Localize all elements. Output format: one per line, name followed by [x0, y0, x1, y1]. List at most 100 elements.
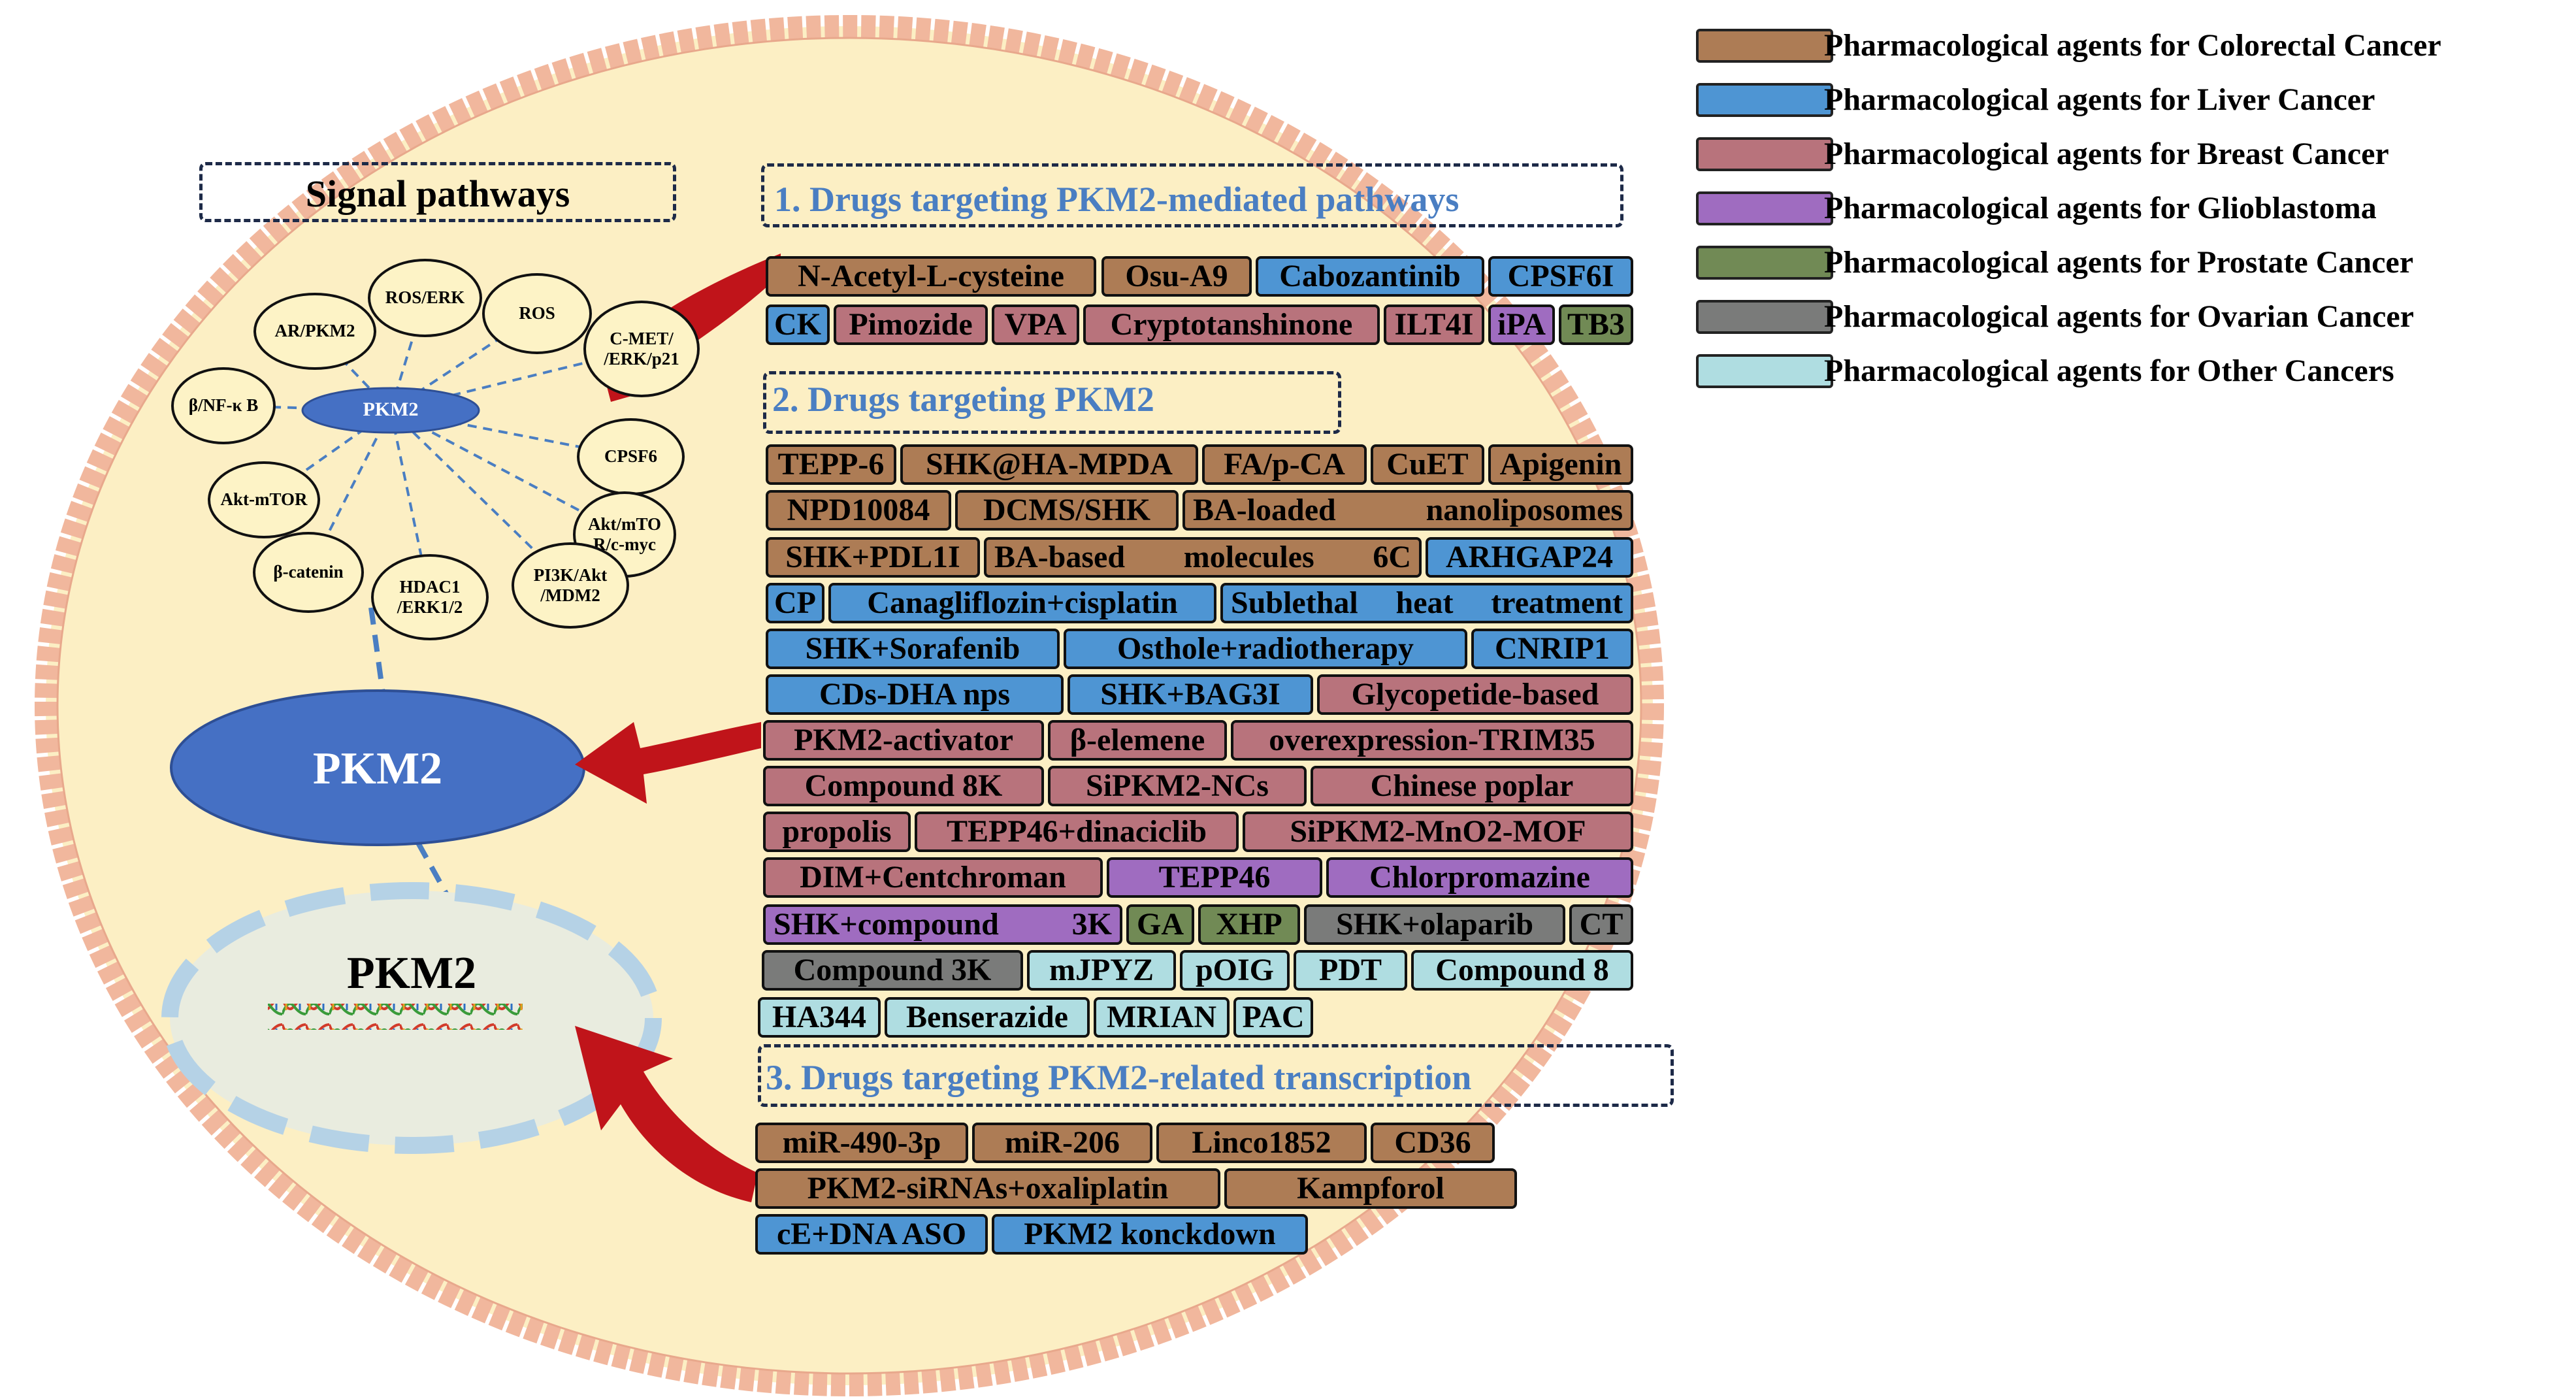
- drug-chip: SiPKM2-NCs: [1048, 766, 1307, 806]
- drug-chip: mJPYZ: [1027, 950, 1176, 991]
- drug-chip: Compound 8K: [763, 766, 1044, 806]
- signal-node: AR/PKM2: [253, 293, 376, 370]
- drug-chip: CP: [766, 583, 824, 623]
- legend-swatch: [1696, 300, 1833, 334]
- drug-chip: SHK+BAG3I: [1068, 674, 1313, 715]
- drug-chip: PAC: [1233, 997, 1313, 1038]
- drug-chip: Osthole+radiotherapy: [1064, 629, 1467, 669]
- drug-chip: pOIG: [1180, 950, 1290, 991]
- drug-chip: TEPP46+dinaciclib: [915, 812, 1239, 852]
- drug-chip: PKM2-siRNAs+oxaliplatin: [755, 1168, 1220, 1209]
- drug-chip: Chinese poplar: [1311, 766, 1633, 806]
- drug-chip: CDs-DHA nps: [766, 674, 1064, 715]
- legend-label: Pharmacological agents for Other Cancers: [1824, 353, 2394, 388]
- signal-node: CPSF6: [577, 418, 685, 495]
- legend-swatch: [1696, 29, 1833, 63]
- signal-node: HDAC1 /ERK1/2: [371, 554, 489, 640]
- drug-chip: miR-490-3p: [755, 1123, 968, 1163]
- drug-chip: propolis: [763, 812, 911, 852]
- drug-chip: iPA: [1488, 304, 1555, 345]
- legend-swatch: [1696, 137, 1833, 171]
- signal-node: PI3K/Akt /MDM2: [512, 542, 629, 629]
- drug-chip: cE+DNA ASO: [755, 1214, 988, 1255]
- drug-chip: FA/p-CA: [1202, 444, 1367, 485]
- drug-chip: CD36: [1371, 1123, 1495, 1163]
- drug-chip: PDT: [1294, 950, 1407, 991]
- section-3-title: 3. Drugs targeting PKM2-related transcri…: [766, 1058, 1472, 1097]
- network-center-label: PKM2: [363, 399, 419, 420]
- drug-chip: SHK+PDL1I: [766, 537, 980, 578]
- drug-chip: SHK+olaparib: [1304, 904, 1565, 945]
- drug-chip: Cryptotanshinone: [1083, 304, 1380, 345]
- drug-chip: DCMS/SHK: [955, 490, 1179, 531]
- signal-node: β-catenin: [253, 532, 364, 613]
- legend-label: Pharmacological agents for Glioblastoma: [1824, 191, 2377, 225]
- dna-icon: [268, 1004, 523, 1030]
- signal-pathways-title: Signal pathways: [305, 173, 570, 215]
- drug-chip: Compound 8: [1411, 950, 1633, 991]
- drug-chip: CuET: [1371, 444, 1484, 485]
- legend-swatch: [1696, 246, 1833, 280]
- drug-chip: ARHGAP24: [1426, 537, 1633, 578]
- legend-swatch: [1696, 354, 1833, 388]
- signal-node: Akt-mTOR: [208, 461, 320, 538]
- legend-label: Pharmacological agents for Prostate Canc…: [1824, 245, 2413, 280]
- pkm2-protein-label: PKM2: [312, 744, 443, 794]
- legend-label: Pharmacological agents for Ovarian Cance…: [1824, 299, 2414, 334]
- drug-chip: SHK+Sorafenib: [766, 629, 1060, 669]
- legend-label: Pharmacological agents for Breast Cancer: [1824, 137, 2389, 171]
- drug-chip: GA: [1126, 904, 1194, 945]
- drug-chip: SiPKM2-MnO2-MOF: [1243, 812, 1633, 852]
- drug-chip: Canagliflozin+cisplatin: [828, 583, 1216, 623]
- drug-chip: overexpression-TRIM35: [1231, 720, 1633, 761]
- drug-chip: CPSF6I: [1488, 256, 1633, 297]
- drug-chip: Benserazide: [885, 997, 1090, 1038]
- drug-chip: XHP: [1198, 904, 1300, 945]
- drug-chip: miR-206: [972, 1123, 1152, 1163]
- drug-chip: β-elemene: [1048, 720, 1227, 761]
- section-3-box: [758, 1044, 1674, 1107]
- legend-label: Pharmacological agents for Liver Cancer: [1824, 82, 2375, 117]
- drug-chip: Chlorpromazine: [1326, 857, 1633, 898]
- arrow-transcription-icon: [575, 1026, 758, 1202]
- drug-chip: TEPP46: [1107, 857, 1322, 898]
- drug-chip: SHK@HA-MPDA: [900, 444, 1198, 485]
- arrow-pkm2-icon: [575, 722, 761, 804]
- section-1-box: [761, 163, 1623, 227]
- section-2-box: [763, 371, 1341, 434]
- drug-chip: Kampforol: [1224, 1168, 1517, 1209]
- section-2-title: 2. Drugs targeting PKM2: [772, 380, 1154, 419]
- pkm2-gene-label: PKM2: [346, 948, 477, 998]
- section-1-title: 1. Drugs targeting PKM2-mediated pathway…: [774, 180, 1459, 219]
- drug-chip: Pimozide: [834, 304, 988, 345]
- drug-chip: VPA: [992, 304, 1079, 345]
- drug-chip: Compound 3K: [762, 950, 1023, 991]
- legend-swatch: [1696, 191, 1833, 225]
- drug-chip: Apigenin: [1488, 444, 1633, 485]
- drug-chip: TB3: [1559, 304, 1633, 345]
- signal-node: β/NF-κ B: [171, 367, 276, 444]
- signal-pathways-box: [199, 162, 676, 222]
- legend-swatch: [1696, 83, 1833, 117]
- drug-chip: Linco1852: [1156, 1123, 1367, 1163]
- drug-chip: N-Acetyl-L-cysteine: [766, 256, 1096, 297]
- signal-node: ROS/ERK: [368, 259, 482, 337]
- signal-node: C-MET/ /ERK/p21: [583, 301, 700, 397]
- drug-chip: ILT4I: [1384, 304, 1484, 345]
- drug-chip: CT: [1569, 904, 1633, 945]
- drug-chip: Osu-A9: [1101, 256, 1252, 297]
- drug-chip: TEPP-6: [766, 444, 896, 485]
- drug-chip: NPD10084: [766, 490, 951, 531]
- drug-chip: PKM2-activator: [763, 720, 1044, 761]
- network-edge: [390, 348, 642, 412]
- drug-chip: Cabozantinib: [1256, 256, 1484, 297]
- legend-label: Pharmacological agents for Colorectal Ca…: [1824, 28, 2441, 63]
- drug-chip: DIM+Centchroman: [763, 857, 1103, 898]
- drug-chip: CK: [766, 304, 830, 345]
- signal-node: ROS: [482, 273, 592, 354]
